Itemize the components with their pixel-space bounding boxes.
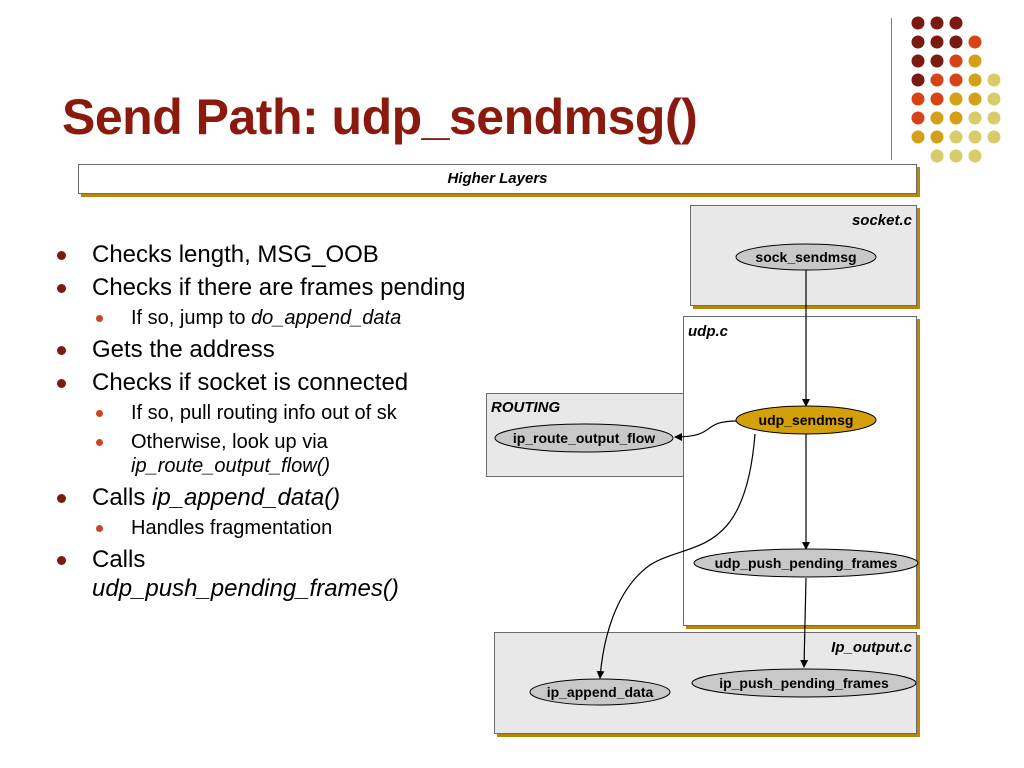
subbullet-jump: If so, jump to do_append_data <box>54 306 494 330</box>
decorative-dot <box>949 54 963 68</box>
socket-c-box: socket.c <box>690 205 917 306</box>
bullet-dot <box>57 346 66 355</box>
edge-push-to-ip-push <box>800 577 809 668</box>
subbullet-dot <box>96 315 103 322</box>
decorative-dot <box>930 54 944 68</box>
title-divider-line <box>891 18 892 160</box>
node-sock-sendmsg: sock_sendmsg <box>735 243 877 271</box>
decorative-dot <box>930 92 944 106</box>
bullet-text: If so, jump to <box>131 307 252 329</box>
decorative-dot <box>930 73 944 87</box>
higher-layers-box: Higher Layers <box>78 164 917 194</box>
decorative-dot <box>987 92 1001 106</box>
subbullet-dot <box>96 410 103 417</box>
decorative-dot <box>987 130 1001 144</box>
bullet-text: If so, pull routing info out of sk <box>131 402 397 424</box>
bullet-text: Calls <box>92 546 146 573</box>
bullet-checks-length: Checks length, MSG_OOB <box>54 240 494 269</box>
decorative-dot <box>987 73 1001 87</box>
bullet-dot <box>57 556 66 565</box>
decorative-dot <box>968 111 982 125</box>
decorative-dot <box>949 16 963 30</box>
subbullet-dot <box>96 439 103 446</box>
bullet-dot <box>57 379 66 388</box>
bullet-text: Checks if socket is connected <box>92 369 409 396</box>
bullet-socket-connected: Checks if socket is connected <box>54 368 494 397</box>
bullet-frames-pending: Checks if there are frames pending <box>54 273 494 302</box>
bullet-gets-address: Gets the address <box>54 335 494 364</box>
decorative-dot <box>911 16 925 30</box>
decorative-dot <box>911 130 925 144</box>
decorative-dot <box>949 35 963 49</box>
socket-c-label: socket.c <box>851 212 912 229</box>
node-ip-push-pending-frames: ip_push_pending_frames <box>691 668 917 698</box>
bullet-dot <box>57 284 66 293</box>
node-ip-append-data: ip_append_data <box>529 678 671 706</box>
higher-layers-label: Higher Layers <box>447 170 548 187</box>
bullet-text: Otherwise, look up via <box>131 431 328 453</box>
decorative-dot <box>911 111 925 125</box>
bullet-text-italic: ip_append_data() <box>152 484 341 511</box>
decorative-dot <box>968 149 982 163</box>
udp-c-label: udp.c <box>688 323 728 340</box>
decorative-dot <box>949 92 963 106</box>
node-label: ip_route_output_flow <box>513 430 655 446</box>
node-label: sock_sendmsg <box>755 249 856 265</box>
bullet-text: Checks length, MSG_OOB <box>92 241 379 268</box>
slide-title: Send Path: udp_sendmsg() <box>62 89 698 145</box>
decorative-dot <box>987 111 1001 125</box>
bullet-list: Checks length, MSG_OOB Checks if there a… <box>54 240 494 607</box>
decorative-dot <box>911 54 925 68</box>
ip-output-c-label: Ip_output.c <box>831 639 912 656</box>
decorative-dot-grid <box>911 16 1001 163</box>
node-udp-push-pending-frames: udp_push_pending_frames <box>693 548 919 578</box>
decorative-dot <box>930 149 944 163</box>
subbullet-dot <box>96 525 103 532</box>
bullet-text: Gets the address <box>92 336 275 363</box>
node-ip-route-output-flow: ip_route_output_flow <box>494 423 674 453</box>
bullet-text: Checks if there are frames pending <box>92 274 466 301</box>
bullet-dot <box>57 494 66 503</box>
decorative-dot <box>930 35 944 49</box>
node-udp-sendmsg: udp_sendmsg <box>735 405 877 435</box>
node-label: udp_sendmsg <box>759 412 854 428</box>
bullet-dot <box>57 251 66 260</box>
edge-udp-sendmsg-to-route <box>674 420 738 441</box>
subbullet-pull-routing: If so, pull routing info out of sk <box>54 401 494 425</box>
subbullet-lookup: Otherwise, look up via ip_route_output_f… <box>54 430 494 478</box>
decorative-dot <box>930 130 944 144</box>
decorative-dot <box>968 73 982 87</box>
bullet-text: Handles fragmentation <box>131 517 333 539</box>
decorative-dot <box>911 92 925 106</box>
decorative-dot <box>968 92 982 106</box>
node-label: udp_push_pending_frames <box>715 555 898 571</box>
decorative-dot <box>968 35 982 49</box>
bullet-text-italic: do_append_data <box>251 307 402 329</box>
decorative-dot <box>949 149 963 163</box>
subbullet-fragmentation: Handles fragmentation <box>54 516 494 540</box>
decorative-dot <box>911 73 925 87</box>
node-label: ip_append_data <box>547 684 654 700</box>
decorative-dot <box>911 35 925 49</box>
bullet-text-italic: udp_push_pending_frames() <box>92 575 399 602</box>
decorative-dot <box>968 54 982 68</box>
bullet-calls-append: Calls ip_append_data() <box>54 483 494 512</box>
decorative-dot <box>949 111 963 125</box>
decorative-dot <box>949 130 963 144</box>
bullet-calls-push: Calls udp_push_pending_frames() <box>54 545 494 603</box>
node-label: ip_push_pending_frames <box>719 675 889 691</box>
edge-udp-sendmsg-to-append <box>596 433 756 679</box>
routing-label: ROUTING <box>491 399 561 416</box>
bullet-text: Calls <box>92 484 153 511</box>
decorative-dot <box>930 16 944 30</box>
decorative-dot <box>968 130 982 144</box>
bullet-text-italic: ip_route_output_flow() <box>131 455 331 477</box>
decorative-dot <box>930 111 944 125</box>
decorative-dot <box>949 73 963 87</box>
